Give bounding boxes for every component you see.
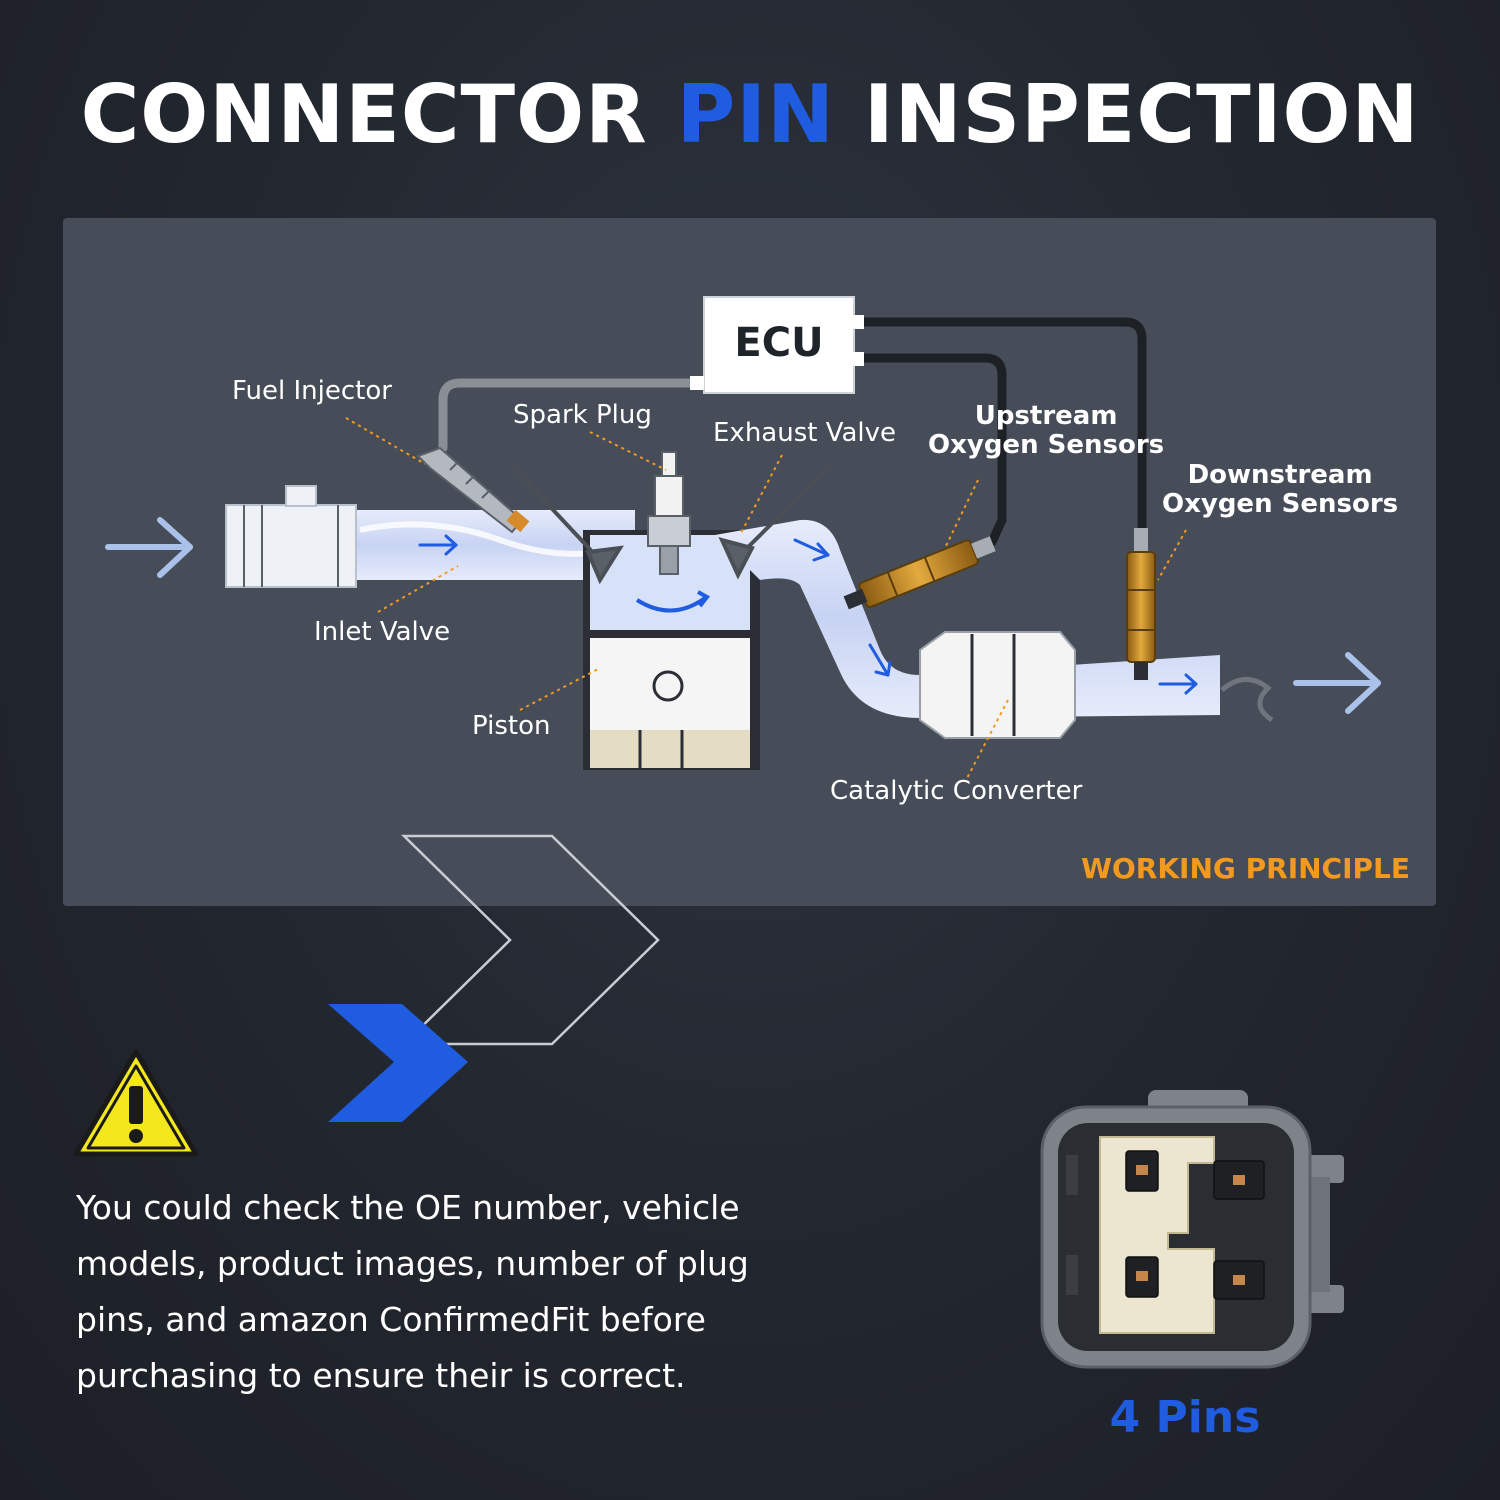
downstream-sensor [1126, 528, 1156, 680]
upstream-line-1: Upstream [974, 401, 1118, 431]
connector-plug-icon [1040, 1090, 1344, 1369]
label-upstream-sensors: Upstream Oxygen Sensors [928, 402, 1164, 460]
upstream-sensor [843, 536, 996, 610]
label-catalytic-converter: Catalytic Converter [830, 776, 1083, 806]
catalytic-converter [919, 631, 1076, 739]
air-filter [225, 485, 357, 588]
title-accent: PIN [676, 68, 835, 161]
working-principle-tag: WORKING PRINCIPLE [1081, 852, 1410, 885]
downstream-line-2: Oxygen Sensors [1162, 489, 1399, 519]
ecu-box [703, 296, 855, 394]
label-fuel-injector: Fuel Injector [232, 376, 392, 406]
title-part-1: CONNECTOR [80, 68, 648, 161]
label-piston: Piston [472, 711, 551, 741]
pin-count-label: 4 Pins [1109, 1392, 1261, 1443]
inspection-note: You could check the OE number, vehicle m… [76, 1188, 749, 1395]
flow-arrows [105, 517, 1381, 714]
label-spark-plug: Spark Plug [513, 400, 652, 430]
label-inlet-valve: Inlet Valve [314, 617, 451, 647]
upstream-line-2: Oxygen Sensors [928, 430, 1165, 460]
leader-lines [345, 417, 1187, 783]
fuel-injector [416, 446, 530, 534]
cylinder [583, 530, 760, 770]
warning-icon [73, 1049, 199, 1157]
engine-diagram [105, 296, 1381, 783]
page-title: CONNECTOR PIN INSPECTION [0, 68, 1500, 161]
valves [510, 464, 832, 585]
title-part-2: INSPECTION [863, 68, 1420, 161]
label-downstream-sensors: Downstream Oxygen Sensors [1162, 461, 1398, 519]
exhaust-pipe [715, 519, 1220, 718]
downstream-line-1: Downstream [1187, 460, 1373, 490]
chevron-arrow-icon [328, 834, 660, 1122]
spark-plug [647, 451, 691, 575]
ecu-label: ECU [734, 320, 824, 366]
ecu-wires [438, 317, 1147, 547]
label-exhaust-valve: Exhaust Valve [713, 418, 897, 448]
